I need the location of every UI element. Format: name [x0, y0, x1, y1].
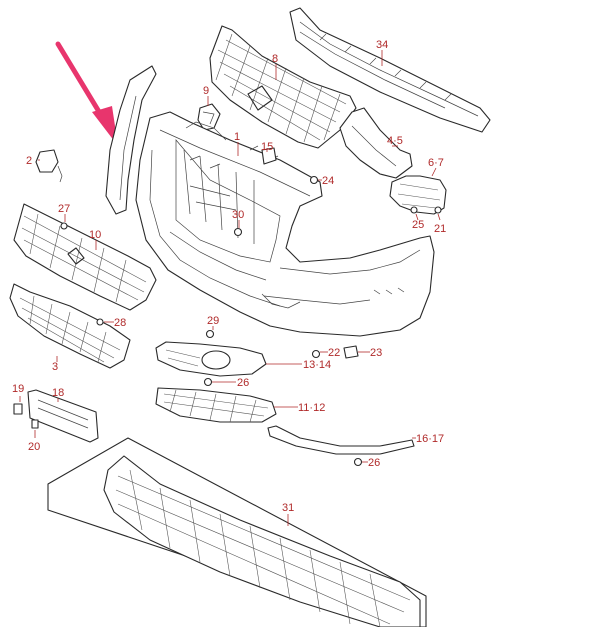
upper-grille [209, 25, 357, 149]
callout-34: 34 [376, 39, 388, 51]
plate-clips [13, 403, 39, 429]
callout-11-12: 11·12 [298, 402, 325, 414]
callout-26-upper: 26 [237, 377, 249, 389]
side-grille [13, 203, 157, 311]
callout-4-5: 4·5 [387, 135, 403, 147]
engine-under-cover [47, 437, 427, 627]
callout-20: 20 [28, 441, 40, 453]
fasteners [60, 147, 442, 467]
fog-lamp-bracket [389, 175, 447, 215]
callout-6-7: 6·7 [428, 157, 444, 169]
callout-19: 19 [12, 383, 24, 395]
license-plate-bracket [27, 389, 99, 443]
callout-8: 8 [272, 53, 278, 65]
pointer-arrow [55, 41, 118, 146]
callout-13-14: 13·14 [303, 359, 331, 371]
callout-27: 27 [58, 203, 70, 215]
callout-10: 10 [89, 229, 101, 241]
tow-hook-cover [35, 149, 63, 183]
callout-18: 18 [52, 387, 64, 399]
callout-1: 1 [234, 131, 240, 143]
callout-25: 25 [412, 219, 424, 231]
callout-31: 31 [282, 502, 294, 514]
lower-grille [9, 283, 131, 369]
callout-9: 9 [203, 85, 209, 97]
callout-26-lower: 26 [368, 457, 380, 469]
callout-22: 22 [328, 347, 340, 359]
callout-3: 3 [52, 361, 58, 373]
reinforcement-bar [289, 7, 491, 133]
callout-24: 24 [322, 175, 334, 187]
callout-23: 23 [370, 347, 382, 359]
callout-2: 2 [26, 155, 32, 167]
callout-21: 21 [434, 223, 446, 235]
callout-30: 30 [232, 209, 244, 221]
callout-16-17: 16·17 [416, 433, 444, 445]
lower-bezel [155, 387, 277, 423]
bumper-side-bracket [105, 65, 157, 215]
callouts: 34 8 9 1 15 2 4·5 6·7 24 30 27 10 25 21 … [12, 39, 446, 514]
callout-28: 28 [114, 317, 126, 329]
callout-15: 15 [261, 141, 273, 153]
callout-29: 29 [207, 315, 219, 327]
front-bumper-cover [135, 111, 435, 337]
side-support-bracket [339, 107, 413, 179]
leader-lines [19, 50, 441, 526]
fog-lamp-bezel [155, 341, 267, 377]
trim-strip [267, 425, 415, 455]
